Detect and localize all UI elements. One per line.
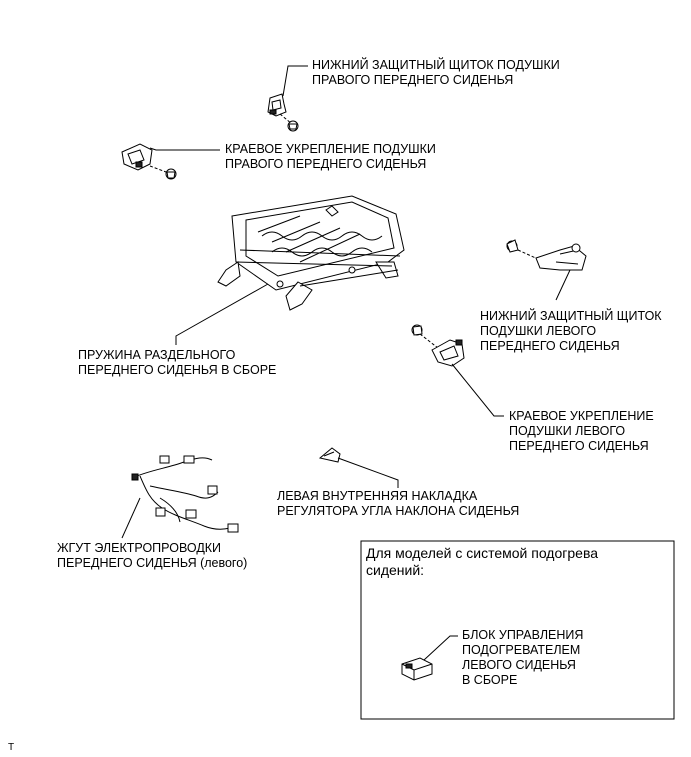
label-edge-mount-left: КРАЕВОЕ УКРЕПЛЕНИЕ ПОДУШКИ ЛЕВОГО ПЕРЕДН… bbox=[509, 409, 657, 453]
wire-harness-part bbox=[131, 455, 239, 533]
seat-spring-assembly bbox=[217, 195, 405, 311]
label-lower-cover-right: НИЖНИЙ ЗАЩИТНЫЙ ЩИТОК ПОДУШКИ ПРАВОГО ПЕ… bbox=[312, 57, 563, 87]
label-edge-mount-right: КРАЕВОЕ УКРЕПЛЕНИЕ ПОДУШКИ ПРАВОГО ПЕРЕД… bbox=[225, 142, 439, 171]
recliner-cover-part bbox=[318, 447, 341, 463]
lower-cover-right-part bbox=[267, 93, 299, 132]
leader-lower-cover-right bbox=[282, 65, 308, 97]
leader-lower-cover-left bbox=[555, 269, 571, 301]
heated-seat-inset: Для моделей с системой подогрева сидений… bbox=[360, 540, 675, 720]
lower-cover-left-part bbox=[506, 239, 587, 271]
inset-title: Для моделей с системой подогрева сидений… bbox=[366, 545, 602, 578]
label-wire-harness: ЖГУТ ЭЛЕКТРОПРОВОДКИ ПЕРЕДНЕГО СИДЕНЬЯ (… bbox=[57, 541, 247, 570]
leader-edge-mount-left bbox=[451, 363, 504, 417]
leader-recliner-cover bbox=[337, 457, 399, 488]
leader-edge-mount-right bbox=[149, 147, 220, 151]
corner-mark: T bbox=[8, 742, 14, 753]
label-heater-unit: БЛОК УПРАВЛЕНИЯ ПОДОГРЕВАТЕЛЕМ ЛЕВОГО СИ… bbox=[462, 628, 587, 687]
heater-control-unit-part bbox=[401, 657, 433, 681]
leader-heater-unit bbox=[423, 635, 458, 661]
label-recliner-cover: ЛЕВАЯ ВНУТРЕННЯЯ НАКЛАДКА РЕГУЛЯТОРА УГЛ… bbox=[277, 489, 519, 518]
label-seat-spring: ПРУЖИНА РАЗДЕЛЬНОГО ПЕРЕДНЕГО СИДЕНЬЯ В … bbox=[78, 348, 276, 377]
leader-wire-harness bbox=[121, 497, 141, 539]
edge-mount-left-part bbox=[411, 324, 465, 367]
edge-mount-right-part bbox=[121, 143, 177, 180]
label-lower-cover-left: НИЖНИЙ ЗАЩИТНЫЙ ЩИТОК ПОДУШКИ ЛЕВОГО ПЕР… bbox=[480, 308, 665, 353]
leader-seat-spring bbox=[175, 283, 269, 345]
